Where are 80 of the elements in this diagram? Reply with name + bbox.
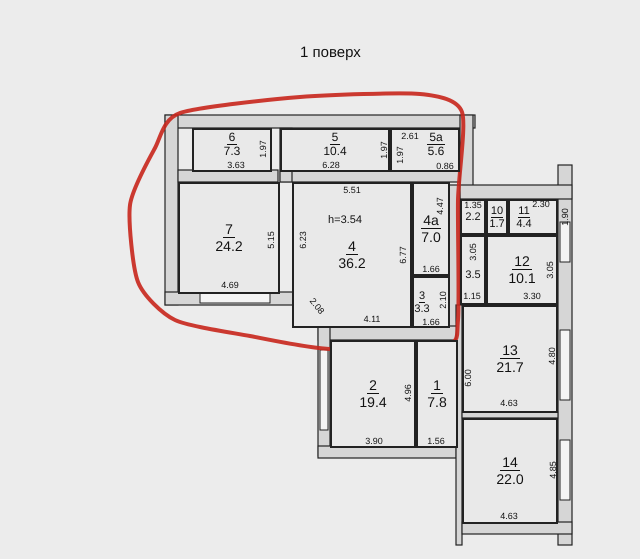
room [330, 340, 416, 448]
room-area: 10.4 [323, 145, 347, 158]
dimension-label: 4.80 [547, 347, 557, 365]
room-number: 12 [512, 254, 532, 270]
room-area: 3.5 [465, 269, 481, 281]
dimension-label: 1.90 [560, 208, 570, 226]
dimension-label: 3.05 [545, 261, 555, 279]
dimension-label: 1.97 [258, 140, 268, 158]
room-number: 14 [500, 455, 520, 471]
dimension-label: 3.05 [468, 243, 478, 261]
room-area: 21.7 [496, 359, 524, 375]
room-number: 10 [490, 204, 504, 218]
room [460, 199, 486, 235]
dimension-label: 1.56 [427, 436, 445, 446]
room-number: 11 [518, 204, 530, 218]
room-number: 7 [223, 222, 235, 238]
room [390, 128, 460, 172]
room-number: 3 [418, 290, 426, 302]
dimension-label: 4.47 [435, 197, 445, 215]
room-area: 19.4 [359, 394, 387, 410]
dimension-label: 0.86 [436, 161, 454, 171]
room [462, 305, 558, 413]
dimension-label: 1.66 [422, 264, 440, 274]
room-area: 3.3 [414, 302, 430, 314]
room-area: 10.1 [508, 270, 536, 286]
room-area: 1.7 [489, 218, 505, 230]
dimension-label: 1.15 [463, 291, 481, 301]
room-area: 7.0 [421, 229, 441, 245]
dimension-label: 1.97 [379, 141, 389, 159]
room [178, 182, 280, 294]
room-number: 6 [226, 131, 238, 145]
room [486, 199, 508, 235]
room [192, 128, 272, 172]
room-number: 1 [431, 378, 443, 394]
room-area: 5.6 [428, 145, 444, 158]
room-area: 4.4 [516, 218, 532, 230]
dimension-label: 1.97 [395, 146, 405, 164]
dimension-label: 1.66 [422, 317, 440, 327]
dimension-label: 5.51 [343, 185, 361, 195]
room [508, 199, 558, 235]
dimension-label: 3.63 [227, 160, 245, 170]
dimension-label: 4.11 [364, 314, 380, 324]
room-area: 22.0 [496, 471, 524, 487]
room [292, 182, 412, 328]
room [486, 235, 558, 305]
room-number: 4 [346, 239, 358, 255]
dimension-label: 4.63 [500, 398, 518, 408]
room [416, 340, 458, 448]
dimension-label: 2.61 [401, 131, 419, 141]
room-area: 24.2 [215, 238, 243, 254]
floor-title: 1 поверх [300, 44, 361, 61]
room [280, 128, 390, 172]
room-number: 2 [367, 378, 379, 394]
room-area: 2.2 [465, 211, 481, 223]
dimension-label: 5.15 [266, 231, 276, 249]
room [412, 276, 450, 328]
dimension-label: 3.30 [523, 291, 541, 301]
dimension-label: 4.63 [500, 511, 518, 521]
room-area: 7.8 [427, 394, 447, 410]
dimension-label: 2.10 [438, 291, 448, 309]
ceiling-height-label: h=3.54 [328, 215, 362, 225]
dimension-label: 4.69 [221, 280, 239, 290]
dimension-label: 2.30 [532, 199, 550, 209]
room [462, 418, 558, 524]
room [460, 235, 486, 305]
dimension-label: 4.85 [548, 461, 558, 479]
room-area: 7.3 [224, 145, 240, 158]
room-area: 36.2 [338, 255, 366, 271]
dimension-label: 6.23 [298, 231, 308, 249]
dimension-label: 4.96 [403, 384, 413, 402]
dimension-label: 6.77 [398, 246, 408, 264]
dimension-label: 6.28 [322, 160, 340, 170]
room-number: 13 [500, 343, 520, 359]
room-number: 4а [421, 213, 441, 229]
dimension-label: 6.00 [463, 369, 473, 387]
room-number: 5а [427, 131, 445, 145]
room-number: 5 [330, 131, 340, 145]
dimension-label: 3.90 [365, 436, 383, 446]
dimension-label: 1.35 [464, 200, 482, 210]
room [412, 182, 450, 276]
